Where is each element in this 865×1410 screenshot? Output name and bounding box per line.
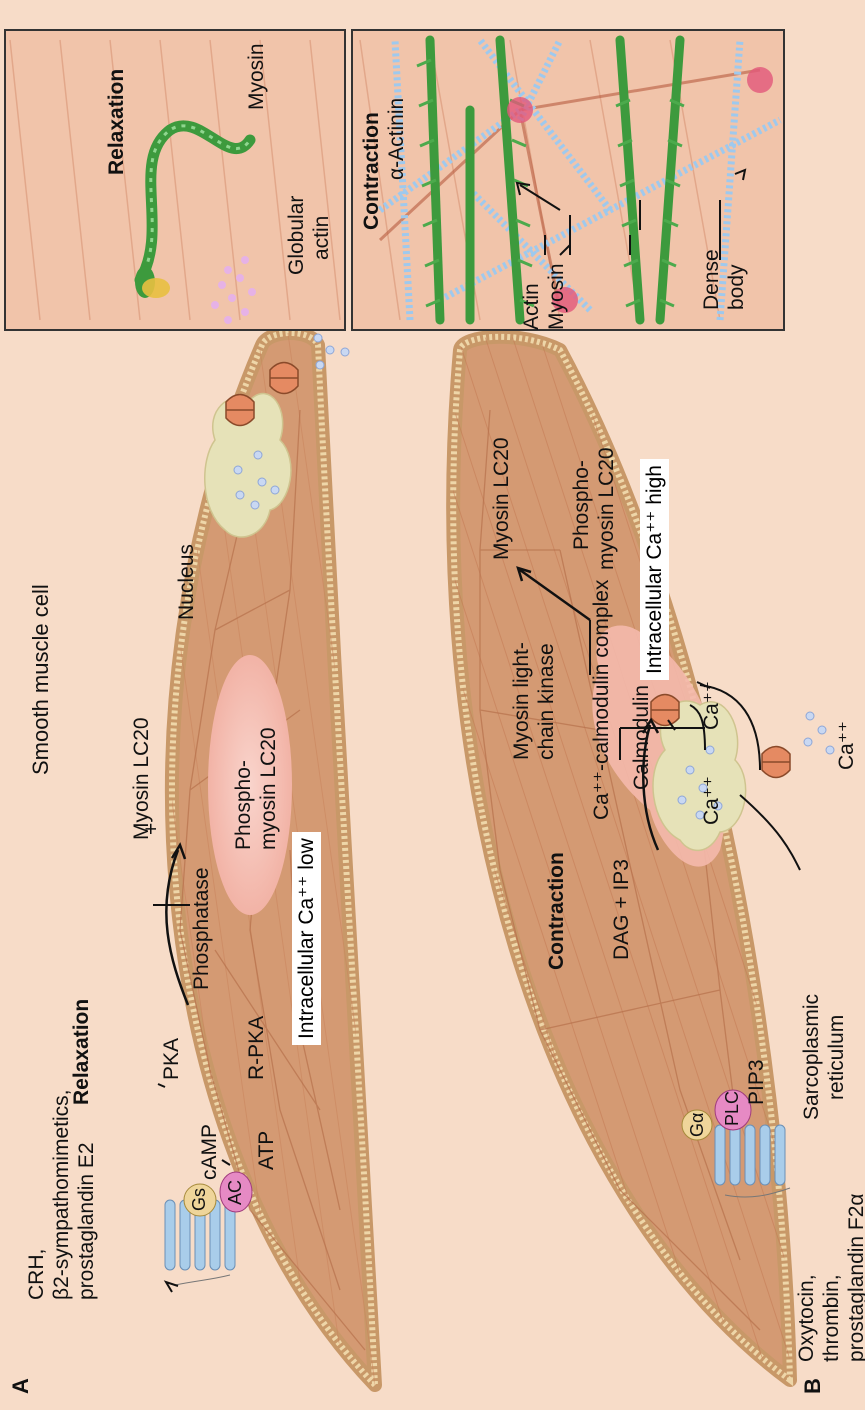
gs-label: Gs bbox=[189, 1188, 210, 1211]
atp-label: ATP bbox=[255, 1131, 279, 1170]
dense-body-2: body bbox=[725, 264, 749, 310]
pip3-label: PIP3 bbox=[745, 1059, 769, 1105]
myosin-lc20-b: Myosin LC20 bbox=[490, 437, 514, 560]
calcium-channel-icon bbox=[651, 695, 679, 726]
globular-actin-1: Globular bbox=[285, 196, 309, 275]
panel-a-agonist-2: β2-sympathomimetics, bbox=[50, 1090, 74, 1300]
sr-label-2: reticulum bbox=[825, 1015, 849, 1100]
globular-actin-2: actin bbox=[310, 216, 334, 260]
phospho-a-2: myosin LC20 bbox=[257, 727, 281, 850]
myosin-lc20-a: Myosin LC20 bbox=[130, 717, 154, 840]
sr-label-1: Sarcoplasmic bbox=[800, 994, 824, 1120]
dense-body-1: Dense bbox=[700, 249, 724, 310]
sr-calcium-label: Ca⁺⁺ bbox=[700, 776, 724, 825]
panel-a-letter: A bbox=[8, 1378, 33, 1394]
panel-b-agonist-2: thrombin, bbox=[820, 1274, 844, 1362]
nucleus-label: Nucleus bbox=[175, 544, 199, 620]
ac-label: AC bbox=[225, 1180, 246, 1205]
g-alpha-label: Gα bbox=[687, 1113, 708, 1137]
dense-body-icon bbox=[507, 97, 533, 123]
phospho-b-1: Phospho- bbox=[570, 460, 594, 550]
alpha-actinin-label: α-Actinin bbox=[385, 98, 409, 180]
phospho-a-1: Phospho- bbox=[232, 760, 256, 850]
panel-b-agonist-3: prostaglandin F2α bbox=[845, 1193, 865, 1362]
r-pka-label: R-PKA bbox=[245, 1016, 269, 1080]
plc-label: PLC bbox=[722, 1091, 743, 1126]
extracellular-calcium-label: Ca⁺⁺ bbox=[835, 721, 859, 770]
pka-label: PKA bbox=[160, 1038, 184, 1080]
panel-b-heading: Contraction bbox=[545, 852, 569, 970]
complex-label: Ca⁺⁺-calmodulin complex bbox=[590, 580, 614, 820]
panel-a-heading: Relaxation bbox=[70, 999, 94, 1105]
phospho-b-2: myosin LC20 bbox=[595, 447, 619, 570]
calmodulin-label: Calmodulin bbox=[630, 685, 654, 790]
mlck-label-1: Myosin light- bbox=[510, 642, 534, 760]
calcium-channel-icon bbox=[226, 395, 254, 426]
camp-label: cAMP bbox=[198, 1124, 222, 1180]
mlck-label-2: chain kinase bbox=[535, 643, 559, 760]
calcium-channel-icon bbox=[762, 747, 790, 778]
calcium-high-badge: Intracellular Ca⁺⁺ high bbox=[640, 459, 669, 680]
calcium-label: Ca⁺⁺ bbox=[700, 681, 724, 730]
dense-body-icon bbox=[747, 67, 773, 93]
panel-a-agonist-1: CRH, bbox=[25, 1249, 49, 1300]
figure-title: Smooth muscle cell bbox=[28, 584, 53, 775]
inset-contraction-heading: Contraction bbox=[360, 112, 384, 230]
phosphatase-label: Phosphatase bbox=[190, 867, 214, 990]
dag-ip3-label: DAG + IP3 bbox=[610, 859, 634, 960]
panel-b-letter: B bbox=[800, 1378, 825, 1394]
inset-myosin-label: Myosin bbox=[245, 43, 269, 110]
panel-a-agonist-3: prostaglandin E2 bbox=[75, 1142, 99, 1300]
calcium-low-badge: Intracellular Ca⁺⁺ low bbox=[292, 832, 321, 1045]
calcium-channel-icon bbox=[270, 363, 298, 394]
inset-relaxation-art bbox=[5, 30, 345, 330]
inset-relaxation-heading: Relaxation bbox=[105, 69, 129, 175]
actin-label: Actin bbox=[520, 283, 544, 330]
panel-b-agonist-1: Oxytocin, bbox=[795, 1274, 819, 1362]
inset-contraction-myosin-label: Myosin bbox=[545, 263, 569, 330]
